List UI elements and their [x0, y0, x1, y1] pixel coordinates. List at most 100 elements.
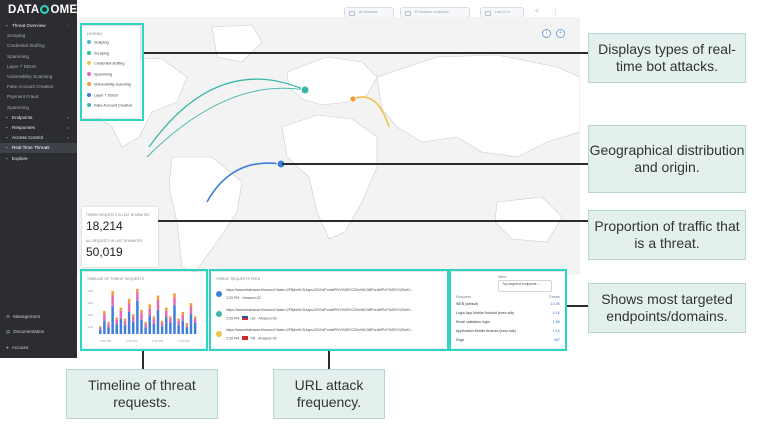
timeline-bar[interactable]	[181, 320, 184, 334]
sidebar-item-fake-account-creation[interactable]: Fake Account Creation	[0, 82, 77, 92]
timeline-bar[interactable]	[115, 319, 118, 325]
sidebar-item-spamming[interactable]: Spamming	[0, 52, 77, 62]
timeline-bar[interactable]	[99, 329, 102, 334]
timeline-bar[interactable]	[160, 320, 164, 323]
timeline-bar[interactable]	[181, 312, 184, 316]
origin-marker-turkey[interactable]	[349, 95, 357, 103]
timeline-bar[interactable]	[136, 288, 139, 293]
timeline-bar[interactable]	[107, 321, 110, 325]
timeline-bar[interactable]	[185, 325, 189, 328]
sidebar-item-spamming[interactable]: Spamming	[0, 103, 77, 113]
sidebar-item-payment-fraud[interactable]: Payment Fraud	[0, 92, 77, 102]
timeline-bar[interactable]	[107, 324, 110, 328]
timeline-bar[interactable]	[173, 293, 176, 298]
timeline-bar[interactable]	[173, 305, 176, 334]
timeline-bar[interactable]	[136, 301, 139, 334]
timeline-bar[interactable]	[123, 325, 127, 334]
timeline-bar[interactable]	[119, 307, 123, 311]
timeline-bar[interactable]	[127, 303, 131, 312]
timeline-bar[interactable]	[140, 309, 143, 314]
timeline-bar[interactable]	[132, 314, 135, 317]
timeline-bar[interactable]	[165, 307, 168, 311]
sidebar-item-credential-stuffing[interactable]: Credential Stuffing	[0, 41, 77, 51]
sidebar-item-management[interactable]: ⚙Management	[0, 312, 77, 322]
timeline-bar[interactable]	[177, 318, 180, 321]
timeline-bar[interactable]	[99, 327, 102, 330]
more-icon[interactable]: ⋮	[552, 9, 559, 16]
timeline-bar[interactable]	[160, 323, 164, 327]
map-zoom-icon[interactable]: +	[556, 29, 565, 38]
timeline-bar[interactable]	[127, 298, 131, 304]
timeline-chart[interactable]	[82, 272, 206, 348]
timeline-bar[interactable]	[169, 318, 172, 323]
timeline-bar[interactable]	[189, 314, 193, 334]
timeline-bar[interactable]	[144, 321, 147, 325]
timeline-bar[interactable]	[140, 313, 143, 320]
feed-url[interactable]: https://www.blablacar.fr/search?state=2F…	[226, 328, 413, 332]
origin-marker-europe[interactable]	[300, 85, 310, 95]
timeline-bar[interactable]	[140, 319, 143, 334]
timeline-bar[interactable]	[193, 316, 197, 319]
timeline-bar[interactable]	[160, 326, 164, 334]
timeline-bar[interactable]	[115, 317, 118, 320]
timeline-bar[interactable]	[148, 315, 151, 334]
feed-url[interactable]: https://www.blablacar.fr/search?state=2F…	[226, 288, 413, 292]
timeline-bar[interactable]	[173, 297, 176, 306]
endpoint-row[interactable]: WEB (default)10.2K	[456, 302, 560, 310]
timeline-bar[interactable]	[185, 323, 189, 326]
timeline-bar[interactable]	[185, 327, 189, 334]
timeline-bar[interactable]	[169, 323, 172, 334]
timeline-bar[interactable]	[165, 310, 168, 318]
timeline-bar[interactable]	[165, 317, 168, 335]
timeline-bar[interactable]	[111, 295, 114, 307]
timeline-bar[interactable]	[99, 326, 102, 328]
timeline-bar[interactable]	[177, 320, 180, 326]
sidebar-item-vulnerability-scanning[interactable]: Vulnerability Scanning	[0, 72, 77, 82]
timeline-bar[interactable]	[132, 316, 135, 322]
timeline-bar[interactable]	[189, 306, 193, 315]
sidebar-item-documentation[interactable]: ▤Documentation	[0, 327, 77, 337]
timeline-bar[interactable]	[103, 310, 106, 315]
timeline-bar[interactable]	[107, 327, 110, 334]
timeline-bar[interactable]	[169, 316, 172, 319]
timeline-bar[interactable]	[156, 309, 160, 334]
feed-row[interactable]: https://www.blablacar.fr/search?state=2F…	[216, 288, 441, 308]
metric-select[interactable]: Top targeted endpoints ⌄	[498, 280, 552, 292]
timeline-bar[interactable]	[152, 318, 156, 325]
timeline-bar[interactable]	[103, 320, 106, 334]
sidebar-item-threat-overview[interactable]: ▪Threat Overview^	[0, 21, 77, 31]
timeline-bar[interactable]	[152, 316, 156, 319]
timeline-bar[interactable]	[136, 292, 139, 301]
timeline-bar[interactable]	[156, 299, 160, 310]
timeline-bar[interactable]	[132, 321, 135, 334]
map-info-icon[interactable]: i	[542, 29, 551, 38]
timeline-bar[interactable]	[119, 318, 123, 334]
timeline-bar[interactable]	[123, 318, 127, 321]
timeline-bar[interactable]	[152, 324, 156, 334]
sidebar-item-scraping[interactable]: Scraping	[0, 31, 77, 41]
timeline-bar[interactable]	[111, 306, 114, 335]
timeline-bar[interactable]	[144, 327, 147, 334]
timeline-bar[interactable]	[103, 314, 106, 321]
share-icon[interactable]: <	[535, 8, 540, 15]
sidebar-item-real-time-threats[interactable]: ▪Real Time Threats	[0, 143, 77, 154]
endpoint-row[interactable]: Login App Mobile Android (exec sdk)4.1K	[456, 311, 560, 319]
sidebar-item-explore[interactable]: ▪Explore	[0, 154, 77, 164]
sidebar-item-layer-7-ddos[interactable]: Layer 7 DDoS	[0, 62, 77, 72]
timeline-bar[interactable]	[181, 315, 184, 321]
timeline-bar[interactable]	[189, 303, 193, 307]
timeline-bar[interactable]	[111, 291, 114, 296]
feed-row[interactable]: https://www.blablacar.fr/search?state=2F…	[216, 328, 441, 348]
feed-url[interactable]: https://www.blablacar.fr/search?state=2F…	[226, 308, 413, 312]
timeline-bar[interactable]	[193, 323, 197, 334]
timeline-bar[interactable]	[123, 320, 127, 326]
endpoint-row[interactable]: Application Mobile Android (exec sdk)1.1…	[456, 329, 560, 337]
timeline-bar[interactable]	[156, 295, 160, 300]
timeline-bar[interactable]	[177, 325, 180, 334]
feed-row[interactable]: https://www.blablacar.fr/search?state=2F…	[216, 308, 441, 328]
